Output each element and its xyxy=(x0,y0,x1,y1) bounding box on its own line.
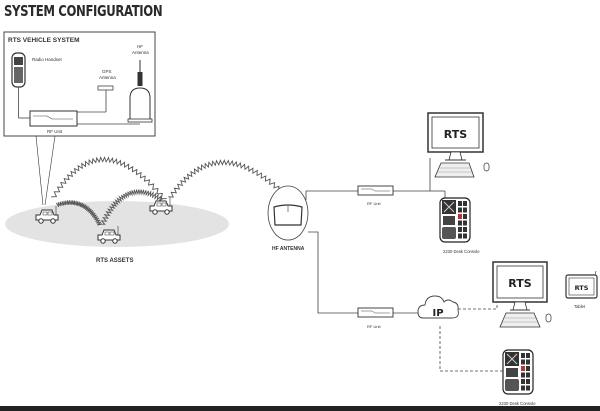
rts-assets-label: RTS ASSETS xyxy=(96,258,133,264)
bottom-border xyxy=(0,406,600,411)
vehicle-system-heading: RTS VEHICLE SYSTEM xyxy=(8,37,80,44)
radio-wave-arcs xyxy=(51,156,284,226)
lower-rf-unit-icon[interactable] xyxy=(357,307,394,318)
vehicle-1-icon[interactable] xyxy=(35,206,59,224)
wave-arc-3 xyxy=(99,189,164,225)
radio-handset-label: Radio Handset xyxy=(32,57,63,62)
tablet-text: RTS xyxy=(575,284,589,292)
wave-arc-4 xyxy=(168,159,284,198)
hf-antenna-node[interactable] xyxy=(267,185,309,241)
lower-desk-console-icon[interactable] xyxy=(502,349,534,395)
assets-ground-ellipse xyxy=(5,201,229,247)
ip-cloud[interactable]: IP xyxy=(417,295,459,319)
tablet-icon[interactable]: RTS xyxy=(565,270,598,299)
upper-desk-console-icon[interactable] xyxy=(439,197,471,243)
wave-arc-2 xyxy=(55,200,103,226)
vehicle-3-icon[interactable] xyxy=(149,197,173,215)
upper-monitor-text: RTS xyxy=(444,128,467,141)
page-title: SYSTEM CONFIGURATION xyxy=(4,2,163,20)
lower-mouse-icon xyxy=(545,313,552,323)
ip-cloud-text: IP xyxy=(432,308,443,319)
hf-antenna-label: HF ANTENNA xyxy=(272,246,305,252)
lower-rts-monitor[interactable]: RTS xyxy=(492,261,548,311)
hf-antenna-mast-icon xyxy=(127,60,153,123)
lower-console-label: 2230 Desk Console xyxy=(499,401,536,406)
vehicle-rf-unit-label: RF Unit xyxy=(47,129,63,134)
lower-rf-unit-label: RF Unit xyxy=(367,324,381,329)
upper-rf-unit-label: RF Unit xyxy=(367,201,381,206)
vehicle-2-icon[interactable] xyxy=(97,226,121,244)
radio-handset-icon xyxy=(11,52,30,119)
upper-console-label: 2230 Desk Console xyxy=(443,249,480,254)
gps-antenna-icon xyxy=(97,85,114,91)
upper-mouse-icon xyxy=(483,162,490,172)
vehicle-rf-unit-icon xyxy=(29,110,78,127)
upper-rts-monitor[interactable]: RTS xyxy=(427,112,484,161)
lower-monitor-text: RTS xyxy=(508,277,531,290)
tablet-label: Tablet xyxy=(574,304,586,309)
upper-rf-unit-icon[interactable] xyxy=(357,185,394,196)
lower-keyboard-icon xyxy=(499,312,541,328)
upper-keyboard-icon xyxy=(434,162,475,178)
wave-arc-1 xyxy=(51,156,167,200)
